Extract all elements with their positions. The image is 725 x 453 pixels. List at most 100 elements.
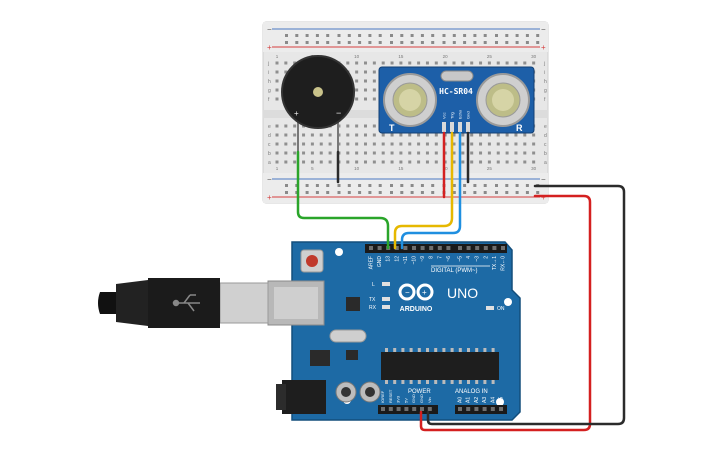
terminal-hole [275,160,279,164]
mount-hole-2 [504,298,512,306]
terminal-hole [417,151,421,155]
chip-pin [467,348,470,352]
rail-hole [536,34,540,37]
terminal-hole [381,151,385,155]
terminal-hole [364,160,367,164]
terminal-hole [470,133,474,137]
power-pin-hole [381,407,385,411]
row-letter-right: f [544,97,546,103]
rail-hole [347,34,351,37]
terminal-hole [319,133,323,137]
digital-pin-label: 4 [466,256,472,259]
chip-pin [409,348,413,352]
transmitter-mesh [399,89,421,111]
chip-pin [475,348,479,352]
sensor-pin-label: Echo [458,109,463,119]
terminal-hole [302,160,306,164]
capacitor-2-top [365,387,375,397]
logo-minus: − [405,288,410,297]
terminal-hole [319,142,323,146]
digital-pin-label: ~11 [403,256,409,264]
power-header-label: POWER [408,389,431,395]
terminal-hole [399,151,403,155]
rail-hole [410,191,414,194]
rail-hole [525,184,529,187]
terminal-hole [364,151,367,155]
analog-pin-hole [490,407,495,411]
power-jack [282,380,326,414]
terminal-hole [496,151,500,155]
row-letter-right: j [543,61,545,67]
rail-hole [358,41,362,44]
digital-header-label: DIGITAL (PWM~) [431,268,478,274]
terminal-hole [284,133,288,137]
terminal-hole [364,70,367,74]
chip-pin [450,348,454,352]
row-letter-right: i [544,70,545,76]
terminal-hole [479,142,483,146]
sensor-right-mark: R [516,123,523,133]
rail-hole [337,184,341,187]
digital-header [365,244,507,253]
terminal-hole [425,142,429,146]
buzzer-minus-label: − [336,108,341,118]
column-number-bottom: 1 [276,166,279,171]
terminal-hole [399,142,403,146]
rail-hole [442,34,446,37]
rail-hole [390,41,393,44]
rail-hole [337,41,341,44]
led-rx [382,305,390,309]
terminal-hole [319,160,323,164]
digital-pin-label: 13 [386,256,392,262]
digital-pin-label: RX←0 [501,256,507,271]
reset-button[interactable] [306,255,318,267]
rail-hole [378,191,382,194]
analog-pin-hole [458,407,462,411]
terminal-hole [346,160,350,164]
rail-hole [525,34,529,37]
terminal-hole [275,79,279,83]
sensor-title: HC-SR04 [439,87,473,96]
rail-hole [515,41,519,44]
digital-pin-hole [475,246,480,250]
row-letter-right: h [544,79,547,85]
column-number-top: 30 [531,54,537,59]
rail-hole [495,191,498,194]
terminal-hole [346,133,350,137]
row-letter-right: e [544,124,547,130]
row-letter-left: a [268,160,271,166]
rail-minus-top-left: − [267,25,272,34]
rail-hole [358,34,362,37]
digital-pin-label: TX→1 [492,256,498,270]
arduino-logo [398,283,434,301]
rail-hole [337,191,341,194]
terminal-hole [372,142,376,146]
rail-hole [400,184,404,187]
rail-hole [390,191,393,194]
terminal-hole [523,61,527,65]
analog-pin-hole [482,407,487,411]
column-number-top: 20 [443,54,449,59]
piezo-buzzer: + − [281,55,355,152]
led-rx-label: RX [369,305,377,311]
terminal-hole [381,133,385,137]
rail-plus-top-right: + [541,43,546,52]
digital-pin-hole [369,246,373,250]
terminal-hole [355,133,359,137]
terminal-hole [505,142,509,146]
rail-hole [358,184,362,187]
voltage-regulator [310,350,330,366]
digital-pin-hole [483,246,488,250]
terminal-hole [514,142,518,146]
sensor-pin-label: Trig [450,112,455,119]
terminal-hole [479,160,483,164]
rail-plus-bottom-right: + [541,193,546,202]
rail-hole [305,191,309,194]
terminal-hole [417,61,421,65]
rail-hole [420,191,424,194]
terminal-hole [505,61,509,65]
terminal-hole [505,133,509,137]
